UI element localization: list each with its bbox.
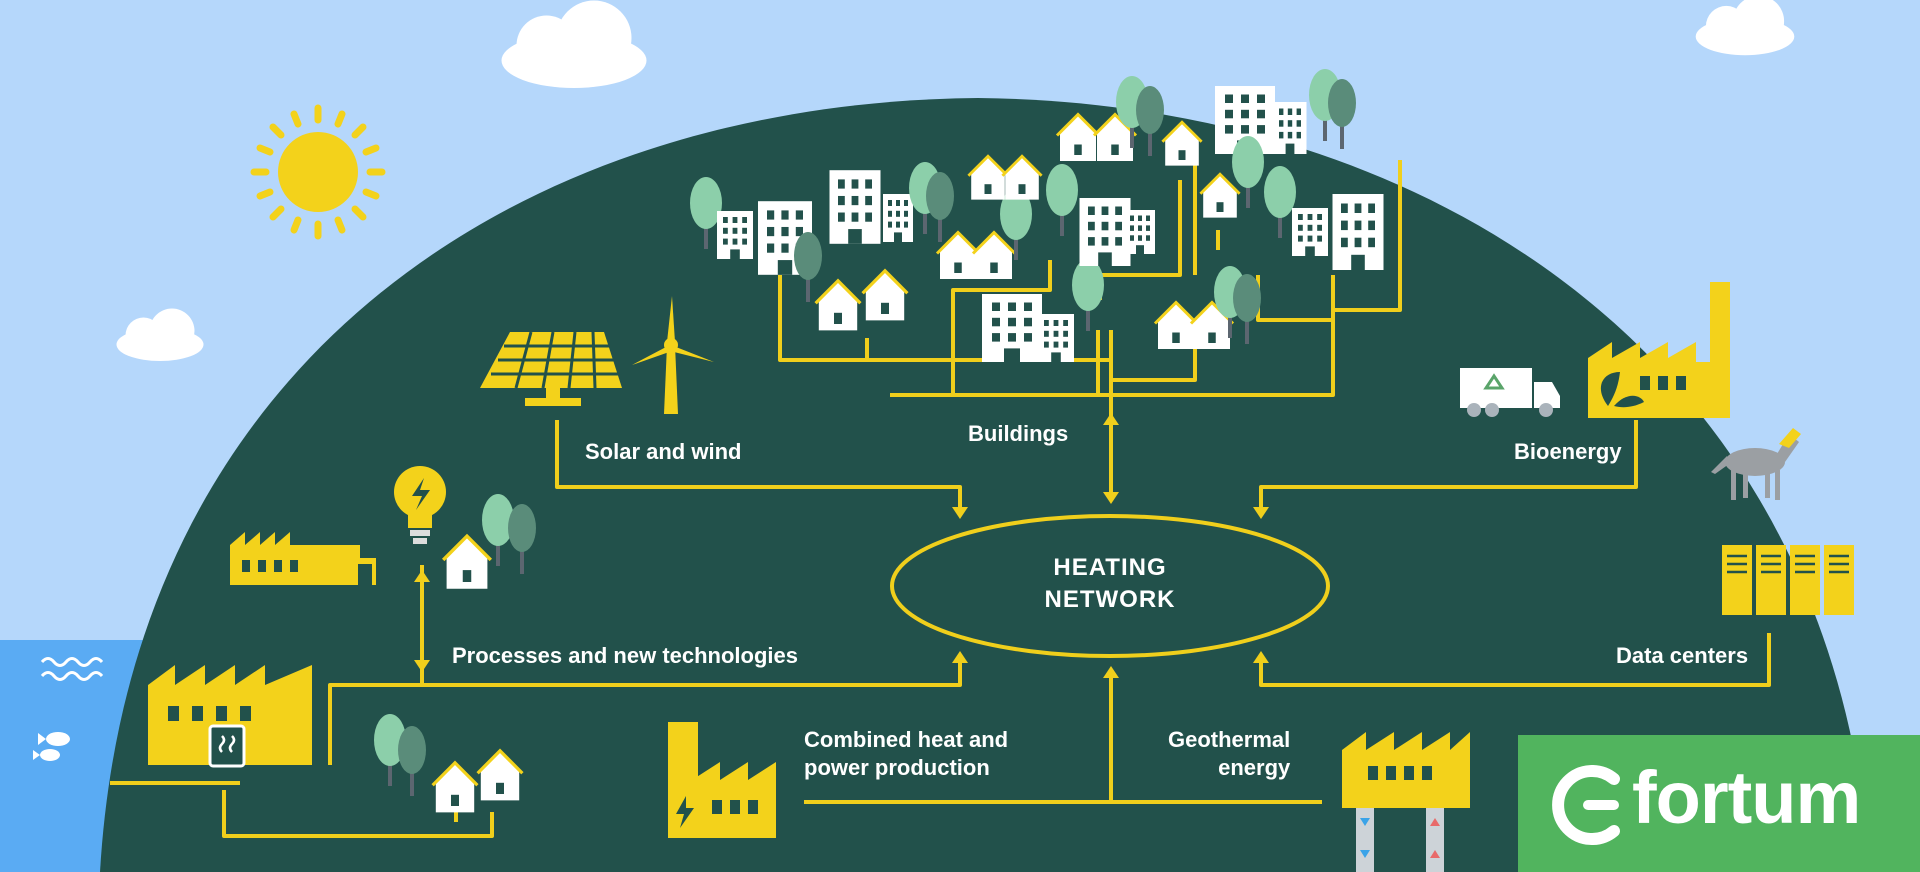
tree-icon — [1328, 79, 1356, 149]
cloud-icon — [1695, 0, 1795, 56]
connector-arrows — [414, 413, 1269, 678]
fortum-logo: fortum — [1518, 735, 1920, 872]
building-icon — [883, 194, 913, 242]
label-bioenergy: Bioenergy — [1514, 439, 1622, 464]
fortum-logo-text: fortum — [1632, 756, 1861, 839]
geothermal-plant-icon — [1342, 732, 1470, 872]
city-dome — [100, 98, 1870, 872]
building-icon — [829, 170, 881, 244]
fish-icon — [33, 732, 70, 761]
horse-icon — [1711, 428, 1801, 500]
heating-network-line2: NETWORK — [1044, 586, 1176, 613]
building-icon — [1125, 210, 1155, 254]
cloud-icon — [501, 0, 647, 88]
bioenergy-plant-icon — [1588, 282, 1730, 418]
server-rack-icon — [1722, 545, 1854, 615]
label-solar-and-wind: Solar and wind — [585, 439, 742, 464]
wind-turbine-icon — [632, 296, 714, 414]
building-icon — [1273, 102, 1307, 154]
factory-icon — [148, 665, 312, 768]
building-icon — [717, 211, 753, 259]
label-geothermal: Geothermal energy — [1168, 727, 1291, 780]
building-icon — [1292, 208, 1328, 256]
label-buildings: Buildings — [968, 421, 1069, 446]
heating-network-ellipse — [890, 514, 1330, 658]
sun-icon — [250, 104, 386, 240]
waves-icon — [40, 657, 104, 681]
building-icon — [982, 294, 1042, 362]
factory-icon — [230, 532, 376, 585]
cloud-icon — [116, 308, 204, 361]
chp-plant-icon — [668, 722, 776, 838]
truck-icon — [1460, 368, 1560, 417]
fortum-logo-icon — [1552, 765, 1620, 845]
building-icon — [1038, 314, 1074, 362]
label-data-centers: Data centers — [1616, 643, 1749, 668]
solar-panel-icon — [480, 331, 622, 406]
building-icon — [1079, 198, 1131, 266]
light-bulb-icon — [394, 466, 446, 544]
label-chp: Combined heat and power production — [804, 727, 1009, 780]
heating-network-line1: HEATING — [1053, 554, 1167, 581]
building-icon — [1332, 194, 1384, 270]
label-processes: Processes and new technologies — [452, 643, 799, 668]
heating-network-label: HEATING NETWORK — [940, 552, 1280, 616]
